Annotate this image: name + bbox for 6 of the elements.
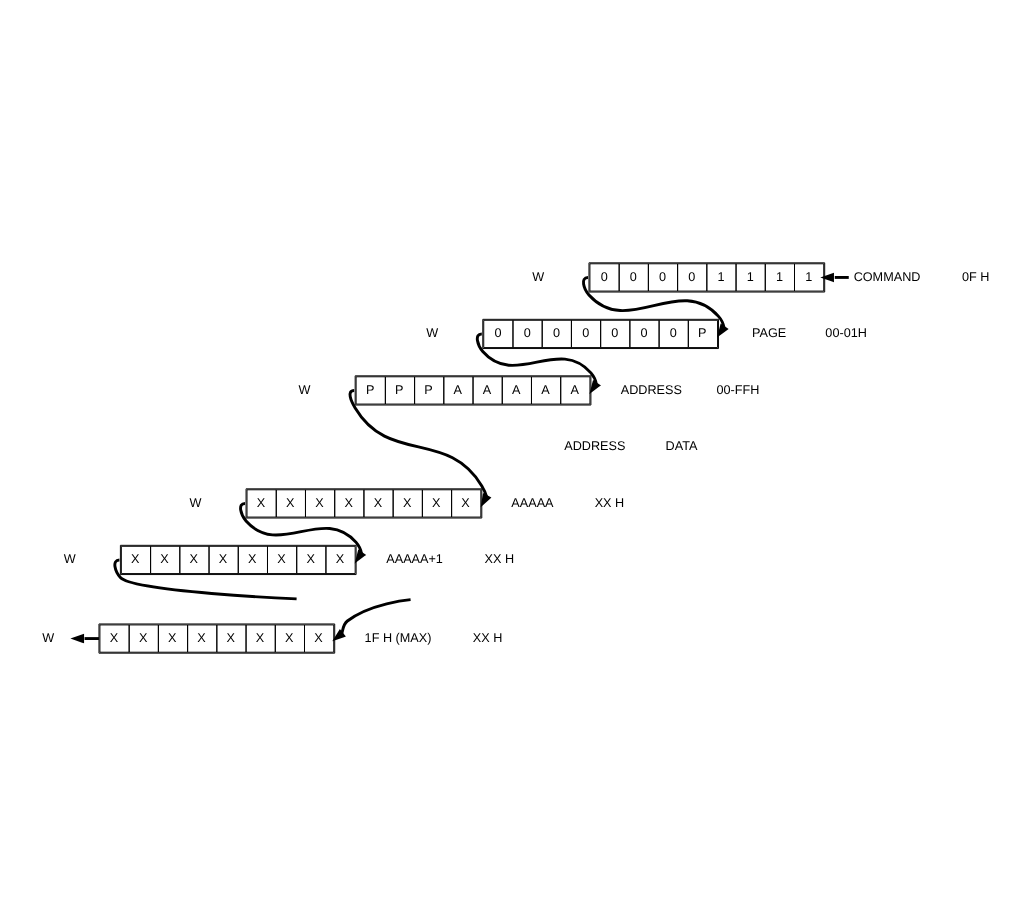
arrow	[475, 331, 601, 394]
arrow	[332, 597, 411, 641]
arrow	[70, 632, 99, 643]
arrow	[239, 501, 367, 563]
arrow	[820, 271, 849, 282]
connector	[113, 557, 297, 600]
